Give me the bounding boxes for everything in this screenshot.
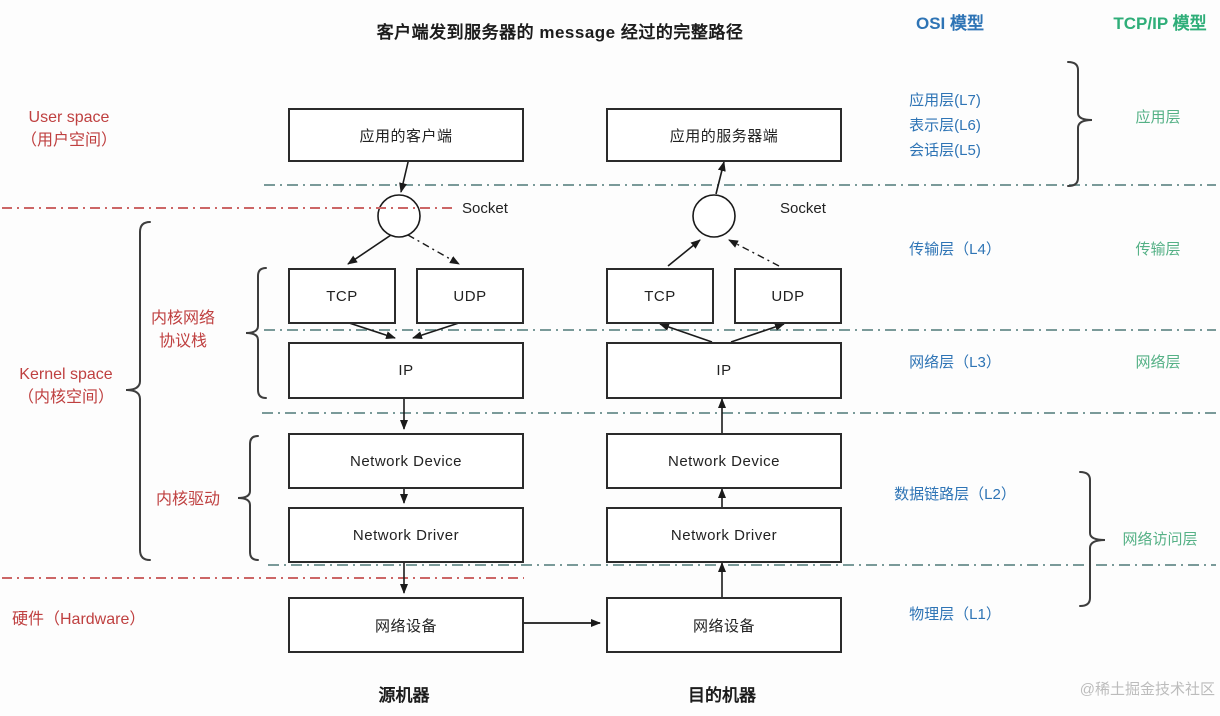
kernel-driver-label: 内核驱动 [155, 491, 220, 508]
socket-circle-source [377, 194, 421, 238]
source-tcp-box: TCP [288, 268, 396, 324]
arrow-socket-to-app-dest [715, 161, 726, 195]
socket-circle-dest [692, 194, 736, 238]
dest-machine-caption: 目的机器 [688, 686, 756, 705]
arrow-socket-to-tcp-source [347, 234, 392, 265]
tcpip-layer-application: 应用层 [1135, 109, 1181, 126]
osi-layer-l5: 会话层(L5) [909, 142, 981, 159]
source-udp-box: UDP [416, 268, 524, 324]
tcpip-layer-network: 网络层 [1135, 354, 1181, 371]
arrow-ip-to-udp-dest [730, 323, 785, 343]
source-machine-caption: 源机器 [378, 686, 430, 705]
source-network-device-box: Network Device [288, 433, 524, 489]
watermark: @稀土掘金技术社区 [1079, 681, 1215, 698]
dest-socket-label: Socket [780, 200, 826, 217]
kernel-driver-brace [237, 435, 259, 561]
osi-layer-l7: 应用层(L7) [909, 92, 981, 109]
source-network-driver-box: Network Driver [288, 507, 524, 563]
arrow-tcp-to-socket-dest [667, 239, 701, 267]
arrow-app-to-socket-source [399, 157, 410, 193]
hardware-label: 硬件（Hardware） [12, 611, 146, 628]
network-access-layer-brace [1079, 471, 1106, 607]
user-space-label: User space （用户空间） [20, 109, 117, 150]
arrow-udp-to-socket-dest [728, 239, 780, 267]
kernel-space-brace [125, 221, 151, 561]
osi-model-header: OSI 模型 [915, 14, 984, 33]
osi-layer-l2: 数据链路层（L2） [894, 486, 1016, 503]
tcpip-layer-network-access: 网络访问层 [1122, 531, 1198, 548]
dest-network-driver-box: Network Driver [606, 507, 842, 563]
osi-layer-l3: 网络层（L3） [909, 354, 1001, 371]
source-ip-box: IP [288, 342, 524, 399]
source-socket-label: Socket [462, 200, 508, 217]
dest-network-device-box: Network Device [606, 433, 842, 489]
osi-layer-l4: 传输层（L4） [909, 241, 1001, 258]
dest-tcp-box: TCP [606, 268, 714, 324]
kernel-space-label: Kernel space （内核空间） [17, 366, 114, 407]
protocol-stack-brace [245, 267, 267, 399]
source-hw-device-box: 网络设备 [288, 597, 524, 653]
tcpip-layer-transport: 传输层 [1135, 241, 1181, 258]
application-layer-brace [1067, 61, 1093, 187]
dest-app-server-box: 应用的服务器端 [606, 108, 842, 162]
osi-layer-l1: 物理层（L1） [909, 606, 1001, 623]
dest-udp-box: UDP [734, 268, 842, 324]
dest-hw-device-box: 网络设备 [606, 597, 842, 653]
dest-ip-box: IP [606, 342, 842, 399]
page-title: 客户端发到服务器的 message 经过的完整路径 [376, 23, 744, 42]
tcpip-model-header: TCP/IP 模型 [1113, 14, 1207, 33]
source-app-client-box: 应用的客户端 [288, 108, 524, 162]
kernel-protocol-stack-label: 内核网络 协议栈 [150, 310, 215, 351]
arrow-socket-to-udp-source [407, 234, 460, 265]
arrow-ip-to-tcp-dest [659, 323, 713, 343]
osi-layer-l6: 表示层(L6) [909, 117, 981, 134]
